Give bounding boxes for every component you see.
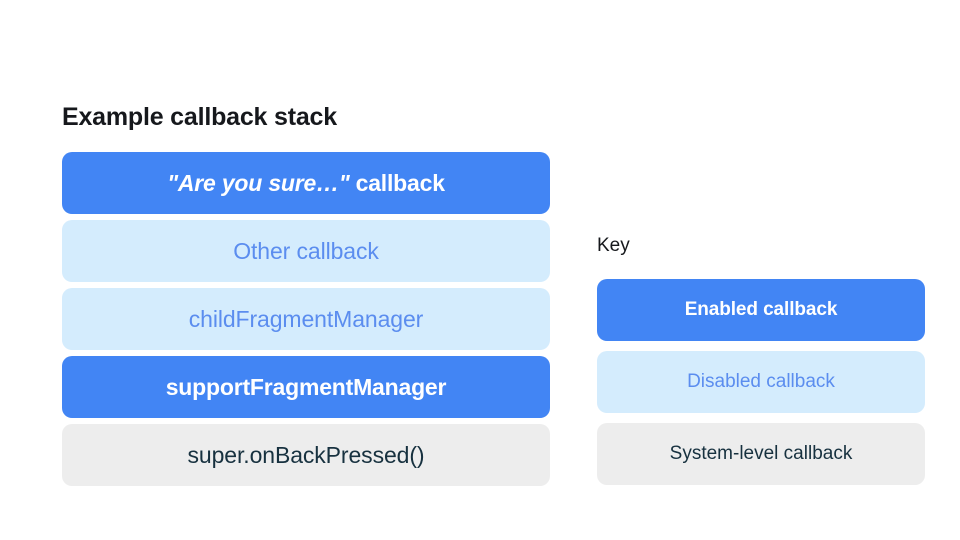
key-item-label: Disabled callback (687, 371, 835, 392)
key-title: Key (597, 235, 630, 256)
key-legend-list: Enabled callback Disabled callback Syste… (597, 279, 925, 485)
stack-item-support-fragment-manager[interactable]: supportFragmentManager (62, 356, 550, 418)
stack-item-label: supportFragmentManager (165, 373, 447, 400)
stack-item-child-fragment-manager[interactable]: childFragmentManager (62, 288, 550, 350)
stack-item-label-quoted: "Are you sure…" (167, 169, 350, 196)
key-item-label: Enabled callback (684, 299, 838, 320)
stack-item-label: super.onBackPressed() (187, 441, 425, 468)
key-item-label: System-level callback (669, 443, 853, 464)
page-title: Example callback stack (62, 103, 337, 131)
stack-item-label: Other callback (233, 237, 379, 264)
key-item-system-level-callback: System-level callback (597, 423, 925, 485)
callback-stack-list: "Are you sure…"callback Other callback c… (62, 152, 550, 486)
callback-stack-section: Example callback stack "Are you sure…"ca… (62, 102, 550, 486)
stack-item-other-callback[interactable]: Other callback (62, 220, 550, 282)
key-legend-section: Key Enabled callback Disabled callback S… (597, 235, 925, 485)
key-item-disabled-callback: Disabled callback (597, 351, 925, 413)
key-item-enabled-callback: Enabled callback (597, 279, 925, 341)
stack-item-label-plain: callback (355, 169, 445, 196)
stack-item-label: childFragmentManager (188, 305, 424, 332)
stack-item-are-you-sure-callback[interactable]: "Are you sure…"callback (62, 152, 550, 214)
stack-item-super-on-back-pressed[interactable]: super.onBackPressed() (62, 424, 550, 486)
